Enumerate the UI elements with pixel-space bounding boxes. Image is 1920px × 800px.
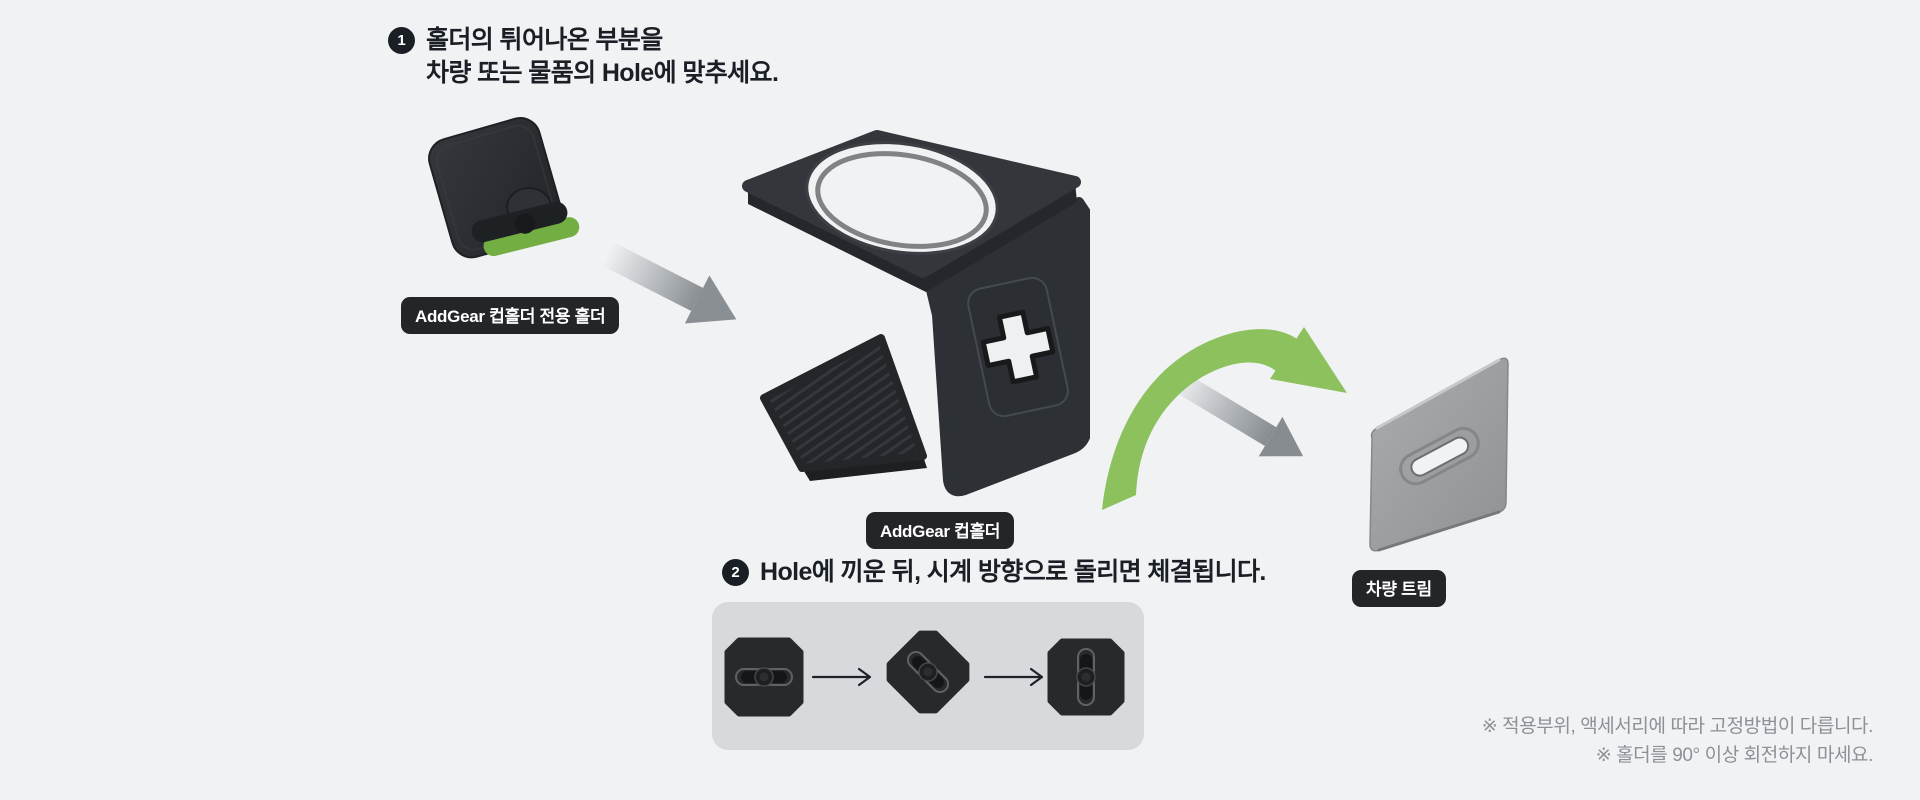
rotate-arrow-icon bbox=[1102, 327, 1347, 510]
footnote-fixing-method: ※ 적용부위, 액세서리에 따라 고정방법이 다릅니다. bbox=[1481, 716, 1874, 737]
label-holder-small: AddGear 컵홀더 전용 홀더 bbox=[401, 297, 620, 334]
step-2-line-1: Hole에 끼운 뒤, 시계 방향으로 돌리면 체결됩니다. bbox=[760, 558, 1266, 586]
cross-mount-hole bbox=[967, 276, 1069, 418]
step-1-line-1: 홀더의 튀어나온 부분을 bbox=[426, 26, 663, 54]
label-car-trim: 차량 트림 bbox=[1352, 570, 1446, 607]
step-2-instruction: 2 Hole에 끼운 뒤, 시계 방향으로 돌리면 체결됩니다. bbox=[722, 556, 1266, 589]
holder-small-illustration bbox=[428, 117, 580, 259]
car-trim-illustration bbox=[1369, 357, 1509, 552]
rotate-arrow-group bbox=[1102, 327, 1347, 510]
rotation-step-3 bbox=[1047, 638, 1125, 716]
rotation-step-1 bbox=[724, 637, 804, 717]
trim-slot-hole bbox=[1399, 426, 1480, 486]
sequence-arrow-icon bbox=[811, 667, 872, 687]
step-1-number-badge: 1 bbox=[388, 27, 415, 54]
insert-arrow-icon bbox=[1172, 371, 1304, 457]
rotation-step-2 bbox=[886, 630, 970, 714]
footnote-rotation-limit: ※ 홀더를 90° 이상 회전하지 마세요. bbox=[1595, 745, 1874, 766]
step-2-number-badge: 2 bbox=[722, 559, 749, 586]
rotation-sequence-diagram bbox=[712, 602, 1144, 750]
cup-holder-illustration bbox=[742, 130, 1090, 497]
step-arrow-icon bbox=[602, 242, 737, 324]
sequence-arrow-icon bbox=[983, 667, 1044, 687]
label-cup-holder: AddGear 컵홀더 bbox=[866, 512, 1015, 549]
footnotes: ※ 적용부위, 액세서리에 따라 고정방법이 다릅니다. ※ 홀더를 90° 이… bbox=[1481, 712, 1874, 770]
cup-holder-top-ring bbox=[742, 130, 1081, 278]
step-1-instruction: 1 홀더의 튀어나온 부분을 차량 또는 물품의 Hole에 맞추세요. bbox=[388, 24, 779, 90]
step-1-line-2: 차량 또는 물품의 Hole에 맞추세요. bbox=[426, 59, 779, 87]
holder-t-lock bbox=[471, 201, 580, 257]
cup-holder-base bbox=[760, 334, 927, 481]
